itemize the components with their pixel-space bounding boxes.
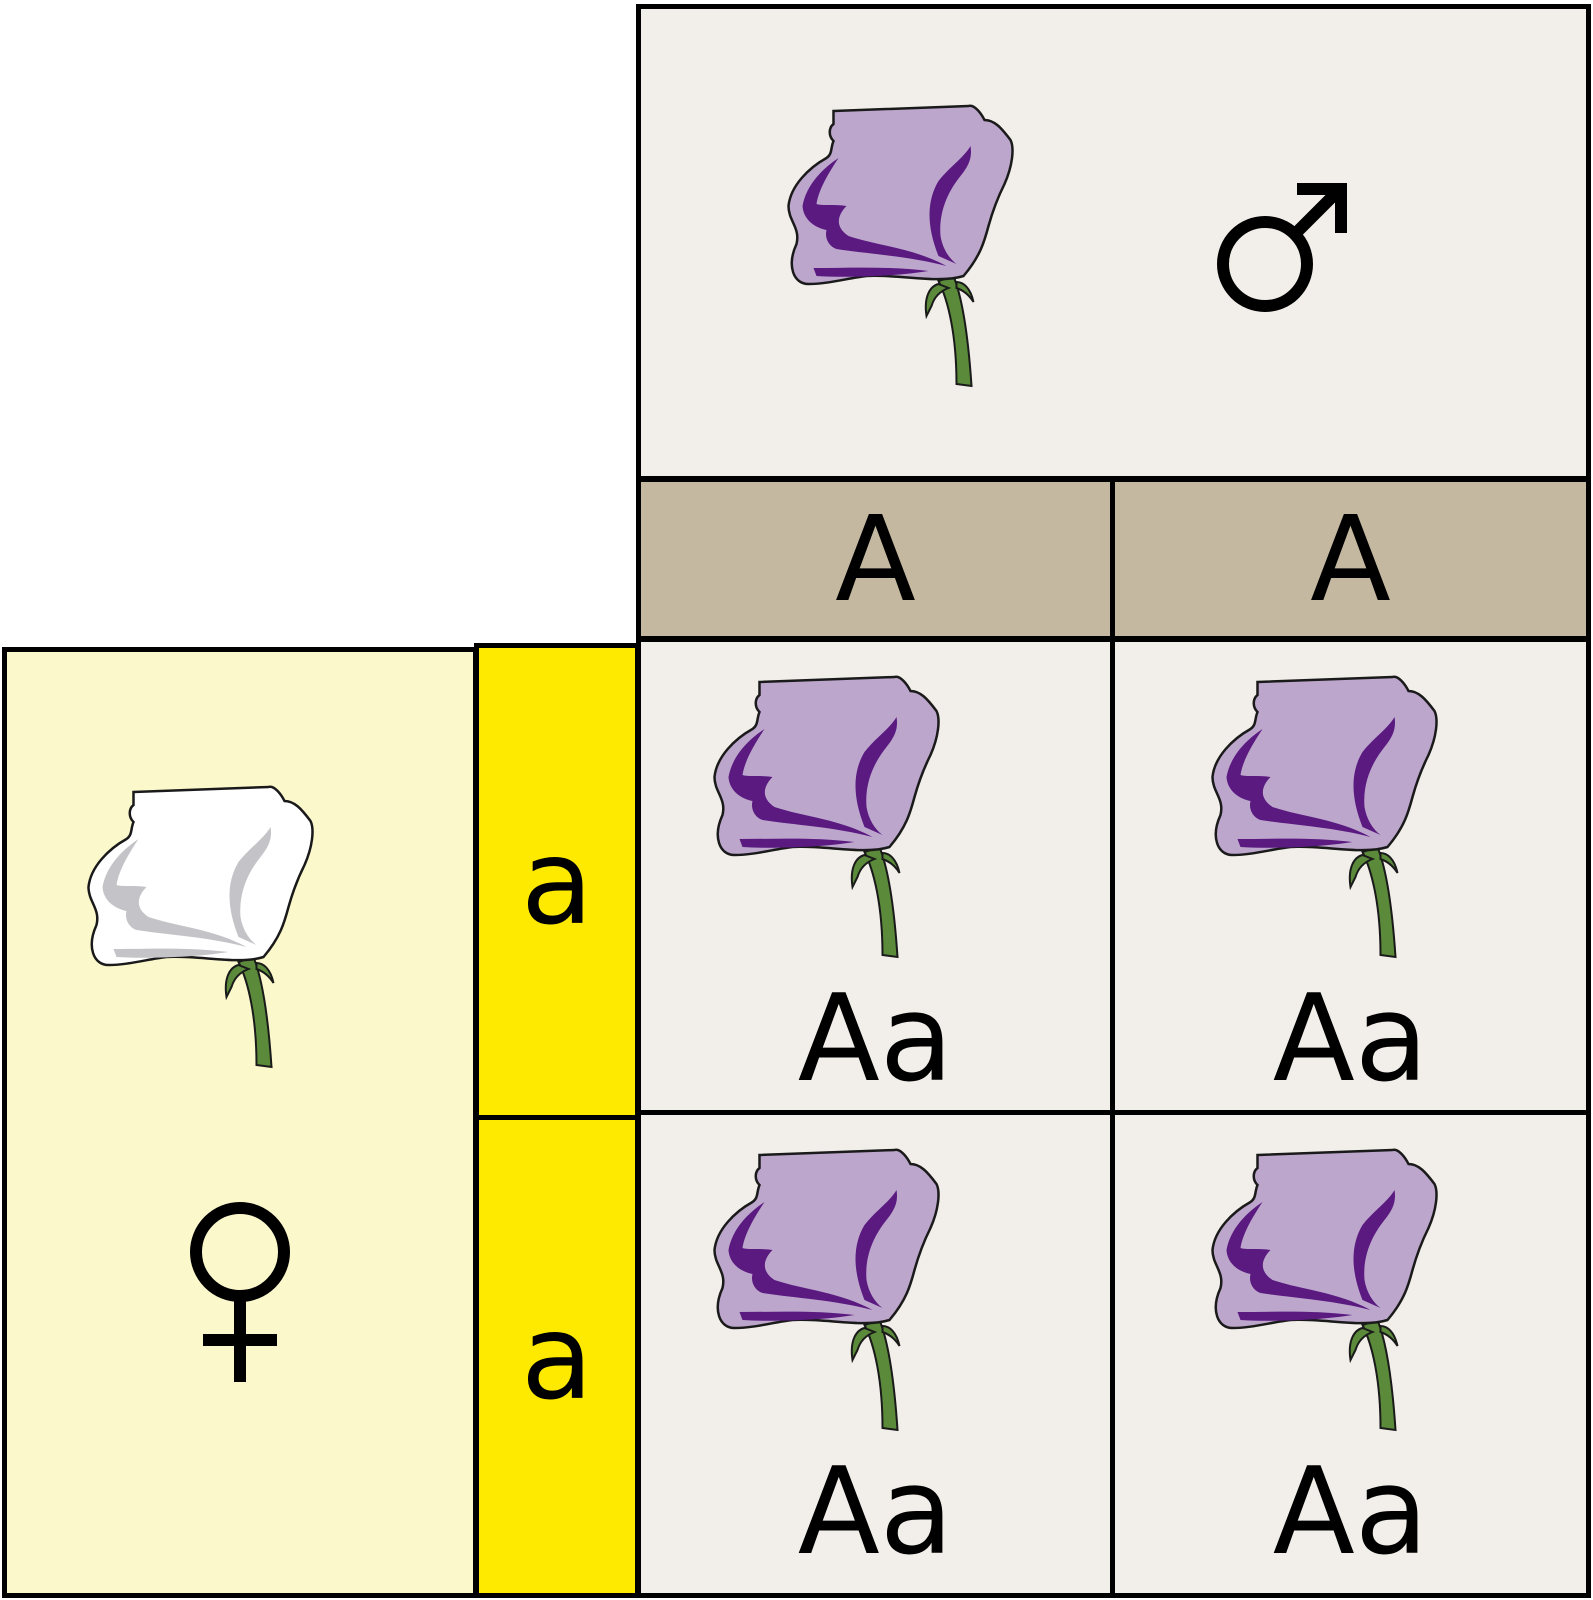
genotype-label: Aa xyxy=(797,970,954,1109)
female-allele-1: a xyxy=(474,643,640,1120)
white-flower-icon xyxy=(87,785,314,1069)
female-allele-2: a xyxy=(474,1115,640,1598)
purple-flower-icon xyxy=(713,1148,940,1432)
offspring-cell: Aa xyxy=(636,1110,1115,1598)
purple-flower-icon xyxy=(1211,675,1438,959)
genotype-label: Aa xyxy=(797,1443,954,1582)
male-allele-2: A xyxy=(1110,477,1591,641)
purple-flower-icon xyxy=(1211,1148,1438,1432)
female-parent-panel xyxy=(2,647,478,1598)
male-allele-1: A xyxy=(636,477,1115,641)
purple-flower-icon xyxy=(713,675,940,959)
male-symbol-icon xyxy=(1217,183,1347,312)
offspring-cell: Aa xyxy=(1110,1110,1591,1598)
allele-label: a xyxy=(520,1287,594,1426)
allele-label: A xyxy=(1310,490,1391,628)
offspring-cell: Aa xyxy=(636,637,1115,1115)
allele-label: a xyxy=(520,812,594,951)
genotype-label: Aa xyxy=(1272,1443,1429,1582)
genotype-label: Aa xyxy=(1272,970,1429,1109)
male-parent-panel xyxy=(636,4,1591,481)
female-symbol-icon xyxy=(190,1202,290,1382)
purple-flower-icon xyxy=(787,104,1014,388)
offspring-cell: Aa xyxy=(1110,637,1591,1115)
allele-label: A xyxy=(835,490,916,628)
